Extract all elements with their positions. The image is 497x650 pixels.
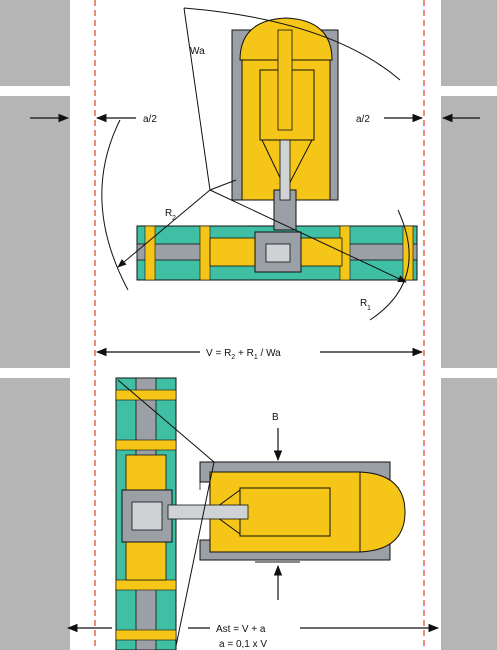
left-wall bbox=[0, 0, 70, 650]
bottom-swing-geometry bbox=[117, 379, 215, 647]
r1-label: R 1 bbox=[360, 298, 371, 312]
b-label: B bbox=[272, 412, 279, 423]
b-dimension: B bbox=[255, 412, 300, 600]
bottom-outrigger-beam bbox=[115, 377, 177, 650]
top-outrigger-beam bbox=[136, 225, 418, 281]
ast-formula-label: Ast = V + a bbox=[216, 624, 266, 635]
wa-label: Wa bbox=[190, 46, 205, 57]
r2-label: R 2 bbox=[165, 208, 176, 222]
svg-text:1: 1 bbox=[367, 305, 371, 312]
ast-dimension: Ast = V + a a = 0,1 x V bbox=[66, 623, 440, 650]
bottom-machine-body bbox=[167, 461, 406, 561]
half-a-right-dimension: a/2 bbox=[356, 113, 480, 125]
svg-text:R: R bbox=[165, 208, 172, 219]
v-formula-label: V = R2 + R1 / Wa bbox=[206, 348, 281, 361]
top-machine-body bbox=[231, 17, 339, 231]
top-swing-geometry bbox=[101, 7, 410, 321]
svg-text:2: 2 bbox=[172, 215, 176, 222]
half-a-left-dimension: a/2 bbox=[30, 113, 157, 125]
half-a-right-label: a/2 bbox=[356, 114, 370, 125]
v-dimension: V = R2 + R1 / Wa bbox=[95, 347, 424, 361]
right-wall bbox=[441, 0, 497, 650]
a-formula-label: a = 0,1 x V bbox=[219, 639, 267, 650]
half-a-left-label: a/2 bbox=[143, 114, 157, 125]
svg-text:R: R bbox=[360, 298, 367, 309]
